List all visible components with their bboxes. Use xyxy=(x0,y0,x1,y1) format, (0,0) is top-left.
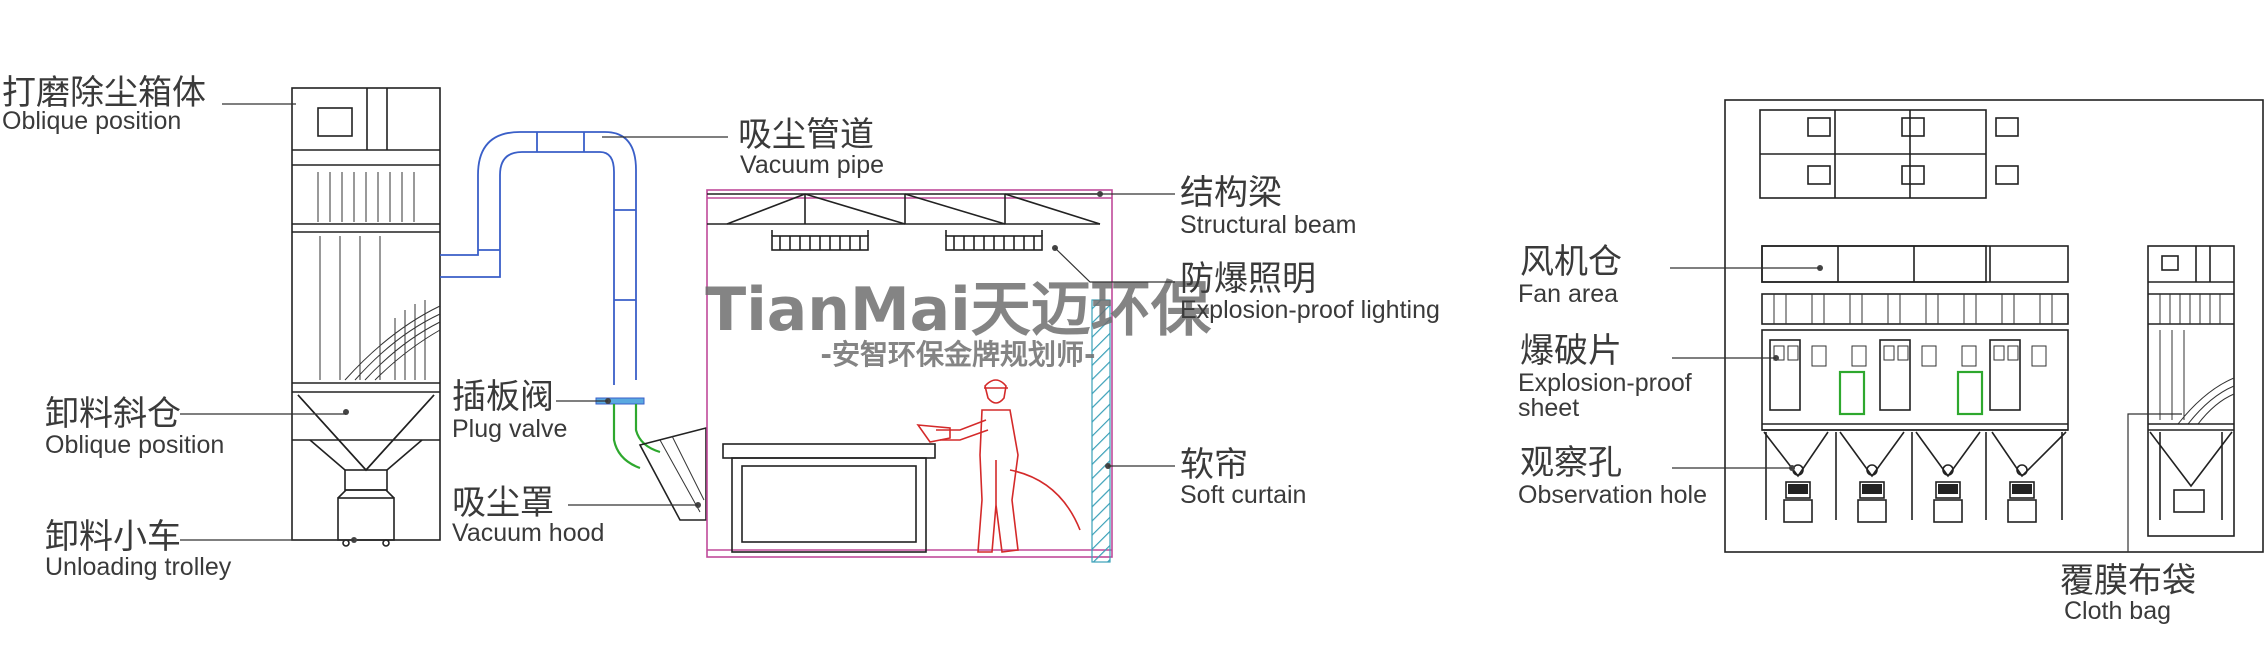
label-plug-valve-cn: 插板阀 xyxy=(452,378,554,416)
label-plug-valve-en: Plug valve xyxy=(452,415,567,443)
label-structural-beam: 结构梁 Structural beam xyxy=(1180,174,1356,239)
watermark-brand: TianMai天迈环保 xyxy=(705,275,1211,345)
collector-front-elevation xyxy=(1724,99,2264,553)
vacuum-hood-shape xyxy=(638,426,707,521)
workbench-shape xyxy=(722,443,936,553)
label-vacuum-pipe-en: Vacuum pipe xyxy=(740,151,884,179)
soft-curtain-shape xyxy=(1091,299,1111,563)
dust-collector-tower xyxy=(291,87,441,547)
label-observation-hole-cn: 观察孔 xyxy=(1520,444,1622,482)
leader-lines xyxy=(180,103,2182,552)
label-curtain-cn: 软帘 xyxy=(1180,446,1248,484)
label-lighting-cn: 防爆照明 xyxy=(1180,260,1316,298)
label-explosion-sheet: 爆破片 Explosion-proof sheet xyxy=(1518,332,1692,422)
label-explosion-sheet-en2: sheet xyxy=(1518,394,1579,422)
watermark: TianMai天迈环保 -安智环保金牌规划师- xyxy=(705,275,1211,371)
label-cloth-bag: 覆膜布袋 Cloth bag xyxy=(2060,562,2196,625)
label-explosion-sheet-cn: 爆破片 xyxy=(1520,332,1622,370)
label-trolley: 卸料小车 Unloading trolley xyxy=(45,518,232,581)
label-fan-area-cn: 风机仓 xyxy=(1520,243,1622,281)
label-vacuum-hood: 吸尘罩 Vacuum hood xyxy=(452,484,604,547)
label-discharge-hopper-cn: 卸料斜仓 xyxy=(45,395,181,433)
grinding-booth xyxy=(706,189,1113,563)
label-cloth-bag-en: Cloth bag xyxy=(2064,597,2171,625)
label-vacuum-hood-en: Vacuum hood xyxy=(452,519,604,547)
label-lighting: 防爆照明 Explosion-proof lighting xyxy=(1180,260,1440,324)
label-observation-hole-en: Observation hole xyxy=(1518,481,1707,509)
label-beam-en: Structural beam xyxy=(1180,211,1356,239)
label-trolley-cn: 卸料小车 xyxy=(45,518,181,556)
label-discharge-hopper: 卸料斜仓 Oblique position xyxy=(45,395,224,459)
label-curtain-en: Soft curtain xyxy=(1180,481,1306,509)
worker-figure xyxy=(916,379,1081,553)
label-dust-box-cn: 打磨除尘箱体 xyxy=(2,74,206,112)
label-vacuum-pipe-cn: 吸尘管道 xyxy=(738,116,874,154)
label-plug-valve: 插板阀 Plug valve xyxy=(452,378,567,443)
label-cloth-bag-cn: 覆膜布袋 xyxy=(2060,562,2196,600)
label-lighting-en: Explosion-proof lighting xyxy=(1180,296,1440,324)
label-fan-area: 风机仓 Fan area xyxy=(1518,243,1622,308)
explosion-proof-light-shape xyxy=(771,230,1043,251)
label-explosion-sheet-en1: Explosion-proof xyxy=(1518,369,1692,397)
label-dust-box: 打磨除尘箱体 Oblique position xyxy=(2,74,206,135)
label-vacuum-hood-cn: 吸尘罩 xyxy=(452,484,554,522)
label-fan-area-en: Fan area xyxy=(1518,280,1618,308)
label-discharge-hopper-en: Oblique position xyxy=(45,431,224,459)
vacuum-pipe-shape xyxy=(440,131,661,470)
label-beam-cn: 结构梁 xyxy=(1180,174,1282,212)
explosion-proof-sheet-shape xyxy=(1838,370,1866,416)
label-dust-box-en: Oblique position xyxy=(2,107,181,135)
label-soft-curtain: 软帘 Soft curtain xyxy=(1180,446,1306,509)
label-trolley-en: Unloading trolley xyxy=(45,553,232,581)
watermark-slogan: -安智环保金牌规划师- xyxy=(820,338,1095,371)
inspection-door xyxy=(317,107,353,137)
label-vacuum-pipe: 吸尘管道 Vacuum pipe xyxy=(738,116,884,179)
label-observation-hole: 观察孔 Observation hole xyxy=(1518,444,1707,509)
unloading-trolley-shape xyxy=(337,497,395,541)
